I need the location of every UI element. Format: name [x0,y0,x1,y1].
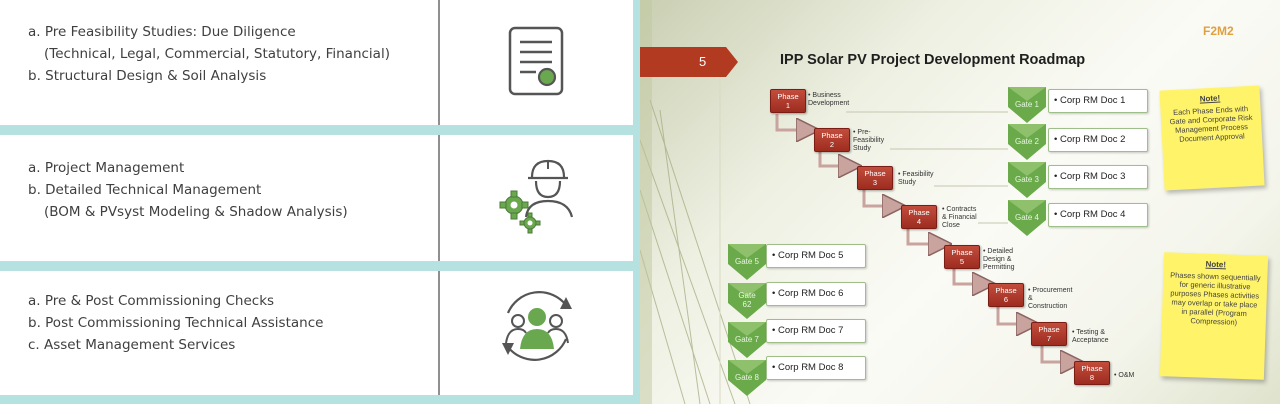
phase-6-desc: • Procurement & Construction [1028,287,1073,310]
phase-label: Phase 1 [777,92,799,110]
document-icon [508,26,564,96]
gate-8: Gate 8 [728,360,766,396]
gate-1: Gate 1 [1008,87,1046,123]
gate-2: Gate 2 [1008,124,1046,160]
service-line: c. Asset Management Services [28,337,236,353]
icon-cell [440,0,633,125]
phase-1-box: Phase 1 [770,89,806,113]
service-row-feasibility: a. Pre Feasibility Studies: Due Diligenc… [0,0,633,125]
phase-2-desc: • Pre- Feasibility Study [853,129,885,152]
service-text-management: a. Project Management b. Detailed Techni… [28,157,348,223]
gate-8-doc: • Corp RM Doc 8 [766,356,866,380]
gate-4-doc: • Corp RM Doc 4 [1048,203,1148,227]
note-title: Note! [1199,93,1221,104]
icon-cell [440,135,633,261]
phase-label: Phase 7 [1038,325,1060,343]
column-divider [438,135,440,261]
phase-4-desc: • Contracts & Financial Close [942,206,977,229]
gate-5: Gate 5 [728,244,766,280]
column-divider [438,0,440,125]
company-logo: F2M2 [1203,24,1234,38]
gate-4: Gate 4 [1008,200,1046,236]
phase-label: Phase 5 [951,248,973,266]
phase-5-box: Phase 5 [944,245,980,269]
service-row-commissioning: a. Pre & Post Commissioning Checks b. Po… [0,271,633,395]
phase-6-box: Phase 6 [988,283,1024,307]
gate-6-doc: • Corp RM Doc 6 [766,282,866,306]
gate-3-doc: • Corp RM Doc 3 [1048,165,1148,189]
column-divider [438,271,440,395]
service-line: a. Pre Feasibility Studies: Due Diligenc… [28,24,296,40]
gate-label: Gate 5 [734,257,759,266]
service-text-commissioning: a. Pre & Post Commissioning Checks b. Po… [28,290,323,356]
icon-cell [440,271,633,395]
service-row-management: a. Project Management b. Detailed Techni… [0,135,633,261]
phase-5-desc: • Detailed Design & Permitting [983,248,1015,271]
service-line: b. Structural Design & Soil Analysis [28,68,267,84]
service-line: b. Post Commissioning Technical Assistan… [28,315,324,331]
gate-label: Gate 62 [738,291,756,309]
note-title: Note! [1205,259,1227,270]
phase-7-box: Phase 7 [1031,322,1067,346]
gate-5-doc: • Corp RM Doc 5 [766,244,866,268]
slide-title: IPP Solar PV Project Development Roadmap [780,52,1086,68]
phase-8-box: Phase 8 [1074,361,1110,385]
slide-number: 5 [699,54,707,69]
phase-arrows [775,111,1280,404]
gate-7: Gate 7 [728,322,766,358]
service-line: (Technical, Legal, Commercial, Statutory… [44,46,390,62]
phase-label: Phase 3 [864,169,886,187]
gate-7-doc: • Corp RM Doc 7 [766,319,866,343]
phase-1-desc: • Business Development [808,92,850,107]
phase-label: Phase 4 [908,208,930,226]
note-gates: Note! Phases shown sequentially for gene… [1159,85,1265,191]
gate-label: Gate 7 [734,335,759,344]
service-line: a. Pre & Post Commissioning Checks [28,293,275,309]
slide-number-banner [640,47,738,77]
phase-7-desc: • Testing & Acceptance [1072,329,1109,344]
gate-label: Gate 8 [734,373,759,382]
gate-2-doc: • Corp RM Doc 2 [1048,128,1148,152]
phase-2-box: Phase 2 [814,128,850,152]
decorative-rays [640,0,751,404]
phase-3-box: Phase 3 [857,166,893,190]
gate-label: Gate 1 [1014,100,1039,109]
gate-3: Gate 3 [1008,162,1046,198]
phase-8-desc: • O&M [1114,372,1135,379]
phase-label: Phase 6 [995,286,1017,304]
services-panel: a. Pre Feasibility Studies: Due Diligenc… [0,0,640,404]
gate-label: Gate 2 [1014,137,1039,146]
team-cycle-icon [502,291,572,361]
phase-label: Phase 2 [821,131,843,149]
service-line: (BOM & PVsyst Modeling & Shadow Analysis… [44,204,348,220]
phase-label: Phase 8 [1081,364,1103,382]
phase-3-desc: • Feasibility Study [898,171,934,186]
roadmap-slide: 5 F2M2 IPP Solar PV Project Development … [640,0,1280,404]
gate-label: Gate 4 [1014,213,1039,222]
engineer-gears-icon [499,159,574,234]
service-line: b. Detailed Technical Management [28,182,262,198]
gate-6: Gate 62 [728,283,766,319]
gate-1-doc: • Corp RM Doc 1 [1048,89,1148,113]
service-line: a. Project Management [28,160,185,176]
note-text: Phases shown sequentially for generic il… [1169,270,1261,327]
service-text-feasibility: a. Pre Feasibility Studies: Due Diligenc… [28,21,390,87]
note-phases: Note! Phases shown sequentially for gene… [1159,252,1269,380]
phase-4-box: Phase 4 [901,205,937,229]
note-text: Each Phase Ends with Gate and Corporate … [1169,104,1253,144]
gate-label: Gate 3 [1014,175,1039,184]
